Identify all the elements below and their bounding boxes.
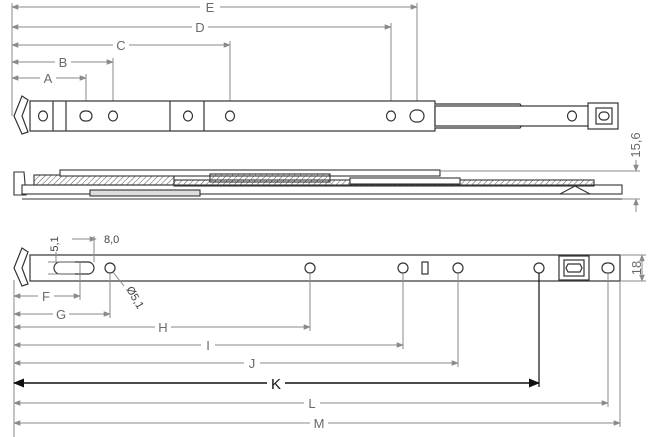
label-c: C — [116, 38, 125, 53]
slot-length-dimension: 8,0 — [104, 234, 119, 246]
dimension-i: I — [13, 273, 404, 353]
label-a: A — [44, 71, 53, 86]
label-m: M — [314, 416, 325, 431]
label-l: L — [308, 396, 315, 411]
hole — [452, 262, 464, 274]
top-bar — [13, 95, 619, 135]
hole — [224, 110, 236, 122]
top-view: E D C B A — [11, 0, 619, 135]
label-b: B — [59, 55, 68, 70]
side-view: 15,6 — [13, 132, 643, 212]
hole — [182, 110, 194, 122]
dimension-c: C — [11, 38, 231, 116]
label-d: D — [195, 20, 204, 35]
hole-diameter-dimension: Ø5,1 — [123, 285, 145, 312]
hole — [107, 110, 119, 122]
bottom-bar — [29, 254, 621, 282]
label-g: G — [56, 307, 66, 322]
dimension-e: E — [11, 0, 418, 116]
hole — [37, 110, 49, 122]
hole — [533, 262, 545, 274]
dimension-k: K — [12, 273, 541, 393]
bottom-view: 5,1 8,0 Ø5,1 18 F G H — [12, 234, 646, 437]
label-i: I — [206, 338, 210, 353]
slot — [409, 109, 425, 123]
label-f: F — [42, 289, 50, 304]
hole — [397, 262, 409, 274]
dimension-f: F — [13, 262, 81, 304]
slot — [53, 261, 95, 275]
slot — [79, 110, 93, 122]
width-dimension: 18 — [629, 261, 644, 275]
label-k: K — [271, 376, 281, 393]
dimension-j: J — [13, 273, 459, 371]
slot-width-dimension: 5,1 — [49, 236, 61, 251]
dimension-g: G — [13, 273, 111, 322]
dimension-h: H — [13, 273, 311, 335]
label-e: E — [206, 0, 215, 15]
hole — [385, 110, 397, 122]
thickness-dimension: 15,6 — [628, 132, 643, 157]
label-j: J — [249, 356, 256, 371]
dimension-m: M — [13, 281, 621, 431]
hole — [304, 262, 316, 274]
hole — [104, 262, 116, 274]
square-notch — [421, 261, 429, 275]
dimension-l: L — [13, 273, 609, 411]
hole — [566, 110, 578, 122]
label-h: H — [158, 320, 167, 335]
